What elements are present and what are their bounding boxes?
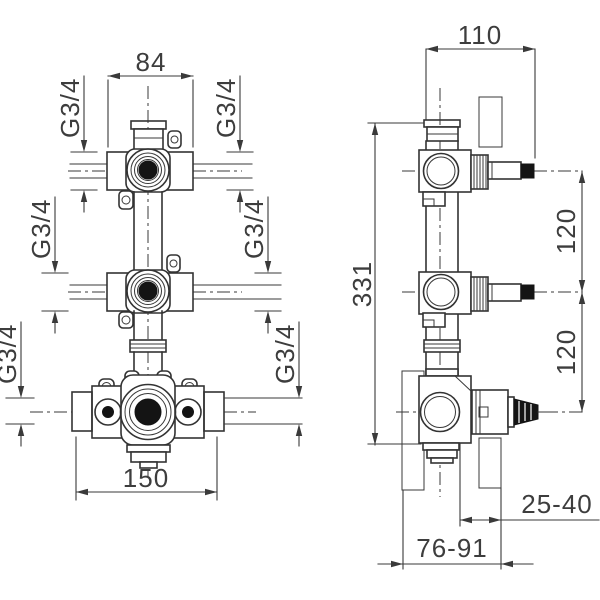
dim-331-label: 331: [347, 261, 377, 307]
thread-callout-bottom-right: G3/4: [223, 321, 303, 447]
thread-label-middle-left: G3/4: [26, 199, 56, 259]
thread-label-top-right: G3/4: [211, 78, 241, 138]
front-union-nut: [129, 339, 167, 353]
side-view: 110 331 120 120 25-40: [347, 20, 600, 570]
side-dim-110: 110: [425, 20, 536, 159]
thread-label-bottom-right: G3/4: [270, 324, 300, 384]
thread-callout-bottom-left: G3/4: [0, 321, 35, 447]
front-middle-port-lines: [69, 284, 282, 300]
front-top-port-lines: [69, 163, 253, 179]
front-middle-port-bore: [138, 281, 158, 301]
dim-84-label: 84: [136, 47, 167, 77]
thread-callout-middle-left: G3/4: [26, 196, 69, 334]
front-valve-top: [69, 130, 253, 210]
wall-hatch-bottom: [478, 437, 502, 489]
side-top-spindle-tip: [520, 163, 535, 179]
side-bottom-spindle-tip: [513, 398, 539, 426]
front-top-cap: [130, 120, 167, 153]
side-middle-spindle: [487, 283, 522, 302]
thread-callout-top-left: G3/4: [55, 75, 98, 213]
front-valve-bottom: [71, 370, 225, 469]
front-dim-150: 150: [75, 436, 218, 501]
thread-callout-middle-right: G3/4: [239, 196, 282, 334]
front-bottom-port-bore: [134, 398, 162, 426]
side-valve-top: [418, 149, 535, 207]
front-top-ear-left: [118, 190, 134, 210]
side-top-spindle: [487, 161, 522, 180]
dim-150-label: 150: [123, 463, 169, 493]
side-bottom-cartridge: [471, 389, 509, 435]
front-port-centerlines: [30, 170, 256, 413]
front-view: 84 150 G3/4 G3/4 G3/4: [0, 47, 303, 501]
side-dim-120-upper: 120: [551, 170, 586, 293]
dim-76-91-label: 76-91: [416, 533, 488, 563]
side-valve-bottom: [418, 368, 547, 464]
dim-25-40-label: 25-40: [521, 489, 593, 519]
thread-label-bottom-left: G3/4: [0, 324, 22, 384]
front-body-tube-2: [133, 310, 163, 341]
thread-label-top-left: G3/4: [55, 78, 85, 138]
front-middle-ear-right: [166, 254, 181, 273]
front-body-tube-3: [133, 351, 163, 373]
side-union-nut: [423, 339, 461, 353]
front-inlet-left: [71, 391, 93, 432]
front-top-ear-right: [167, 130, 182, 149]
front-dim-84: 84: [107, 47, 194, 148]
side-top-cap: [423, 119, 461, 142]
front-middle-ear-left: [118, 311, 134, 329]
dim-120-lower-label: 120: [551, 329, 581, 375]
dim-110-label: 110: [458, 20, 502, 50]
thread-callout-top-right: G3/4: [211, 75, 254, 213]
front-inlet-right: [203, 391, 225, 432]
front-top-port-bore: [138, 160, 158, 180]
side-dim-331: 331: [347, 122, 425, 446]
side-valve-middle: [418, 271, 535, 328]
side-dim-76-91: 76-91: [377, 487, 534, 570]
front-valve-middle: [69, 254, 282, 329]
side-dim-25-40: 25-40: [459, 442, 600, 527]
side-middle-spindle-tip: [520, 284, 535, 300]
thread-label-middle-right: G3/4: [239, 199, 269, 259]
side-dim-120-lower: 120: [551, 291, 586, 413]
side-port-centerlines: [396, 170, 582, 413]
wall-hatch-top: [478, 96, 503, 148]
dim-120-upper-label: 120: [551, 208, 581, 254]
front-body-tube-1: [133, 191, 163, 271]
